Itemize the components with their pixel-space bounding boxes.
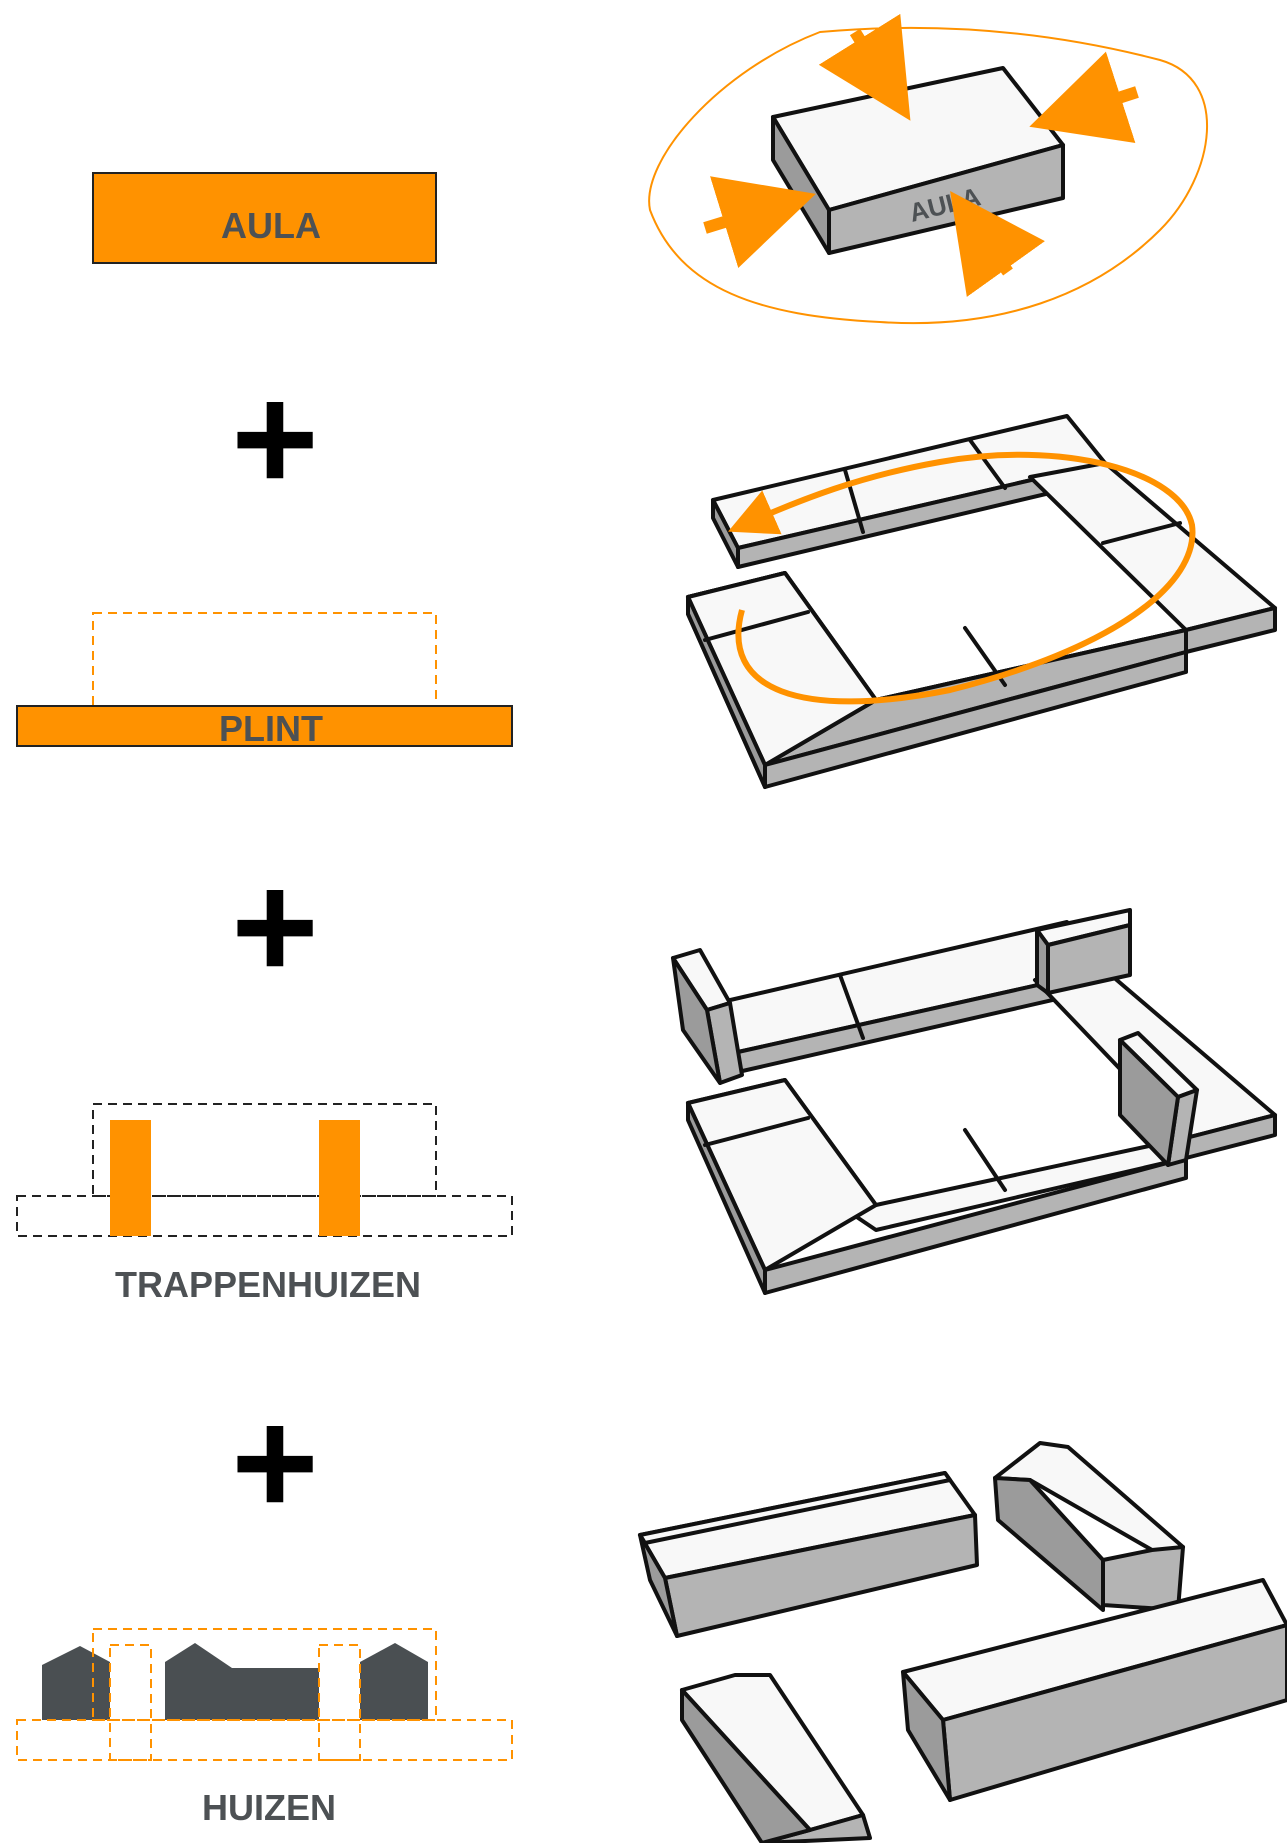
house-right <box>360 1643 428 1720</box>
stair-outline-left <box>109 1644 152 1761</box>
stair-seg-3 <box>703 1116 810 1147</box>
iso-house-2 <box>993 1441 1185 1612</box>
plint-left-side <box>686 595 767 789</box>
context-blob <box>648 26 1208 325</box>
aula-section: AULA <box>92 172 437 264</box>
stair-seg-1 <box>838 973 865 1040</box>
plint-block <box>16 705 513 747</box>
trappenhuizen-section: TRAPPENHUIZEN <box>16 1103 513 1305</box>
plint-right-top <box>1028 461 1277 632</box>
huizen-section: HUIZEN <box>16 1628 513 1828</box>
iso-aula: AULA <box>648 13 1208 325</box>
plint-seg-3 <box>1101 521 1182 545</box>
arrow-in-right <box>1029 51 1139 143</box>
circulation-arrow <box>728 451 1196 705</box>
plus-sign-1: + <box>231 354 319 522</box>
arrow-in-bottom <box>950 190 1045 297</box>
iso-house-4 <box>901 1578 1287 1802</box>
plus-sign-3: + <box>231 1378 319 1546</box>
plint-label: PLINT <box>219 708 323 749</box>
aula-label: AULA <box>221 205 321 246</box>
tower-2-side <box>1035 928 1050 995</box>
house-middle <box>165 1643 319 1720</box>
iso-house-3 <box>680 1673 872 1843</box>
plus-sign-2: + <box>231 842 319 1010</box>
iso-huizen <box>638 1441 1287 1843</box>
tower-3-side <box>1118 1038 1180 1167</box>
tower-1-side <box>671 956 722 1085</box>
stair-tower-left <box>110 1120 151 1236</box>
stair-left-side <box>686 1101 767 1295</box>
stair-tower-right <box>319 1120 360 1236</box>
plint-seg-5 <box>703 610 810 642</box>
stair-seg-2 <box>963 1128 1007 1192</box>
house-left <box>42 1646 110 1720</box>
aula-outline-dashed <box>92 612 437 707</box>
iso-house-1 <box>638 1471 979 1638</box>
arrow-in-top <box>818 13 911 121</box>
iso-plint <box>686 414 1277 789</box>
aula-block <box>92 172 437 264</box>
trappenhuizen-label: TRAPPENHUIZEN <box>115 1264 421 1305</box>
iso-trappenhuizen <box>671 908 1277 1295</box>
plint-seg-1 <box>843 468 865 534</box>
arrow-in-left <box>703 176 816 268</box>
stair-outline-right <box>318 1644 361 1761</box>
plint-outline-dashed-huizen <box>16 1719 513 1761</box>
plint-seg-2 <box>968 438 1007 490</box>
plint-outline-dashed-black <box>16 1195 513 1237</box>
huizen-label: HUIZEN <box>202 1787 336 1828</box>
plint-section: PLINT <box>16 612 513 749</box>
